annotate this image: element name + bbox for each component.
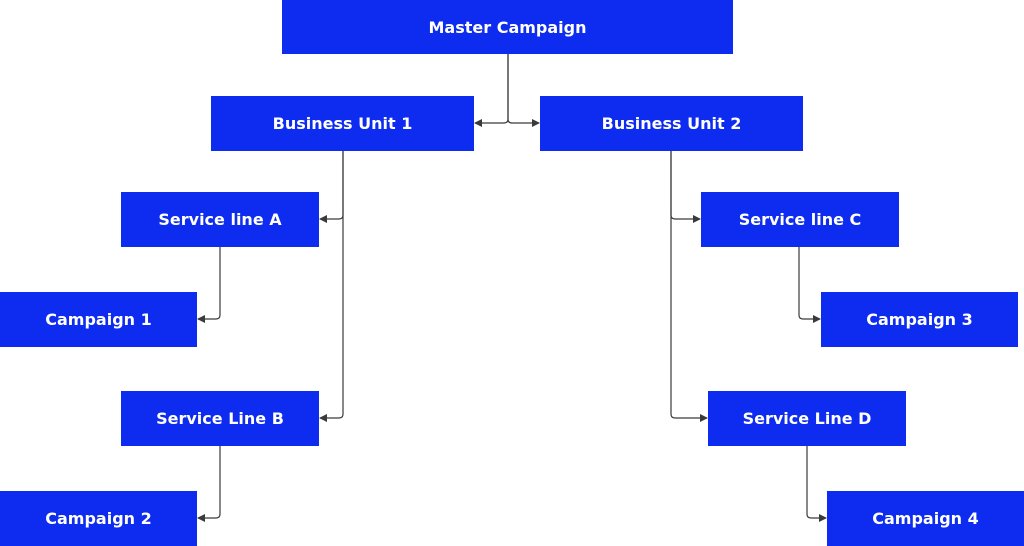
connector-service-line-a-to-campaign-1 xyxy=(197,247,221,323)
node-label: Service Line B xyxy=(156,409,284,428)
node-campaign-1[interactable]: Campaign 1 xyxy=(0,292,197,347)
connector-business-unit-2-to-service-line-c xyxy=(670,151,701,223)
node-campaign-4[interactable]: Campaign 4 xyxy=(827,491,1024,546)
node-label: Campaign 2 xyxy=(45,509,152,528)
node-label: Service line C xyxy=(738,210,862,229)
node-label: Service line A xyxy=(158,210,282,229)
node-label: Business Unit 2 xyxy=(601,114,742,133)
node-label: Business Unit 1 xyxy=(272,114,413,133)
node-campaign-3[interactable]: Campaign 3 xyxy=(821,292,1018,347)
node-campaign-2[interactable]: Campaign 2 xyxy=(0,491,197,546)
node-label: Campaign 4 xyxy=(872,509,979,528)
node-service-line-b[interactable]: Service Line B xyxy=(121,391,319,446)
connector-business-unit-1-to-service-line-b xyxy=(319,151,344,422)
node-label: Service Line D xyxy=(742,409,872,428)
connector-service-line-d-to-campaign-4 xyxy=(806,446,827,522)
node-business-unit-2[interactable]: Business Unit 2 xyxy=(540,96,803,151)
connector-master-to-business-unit-2 xyxy=(507,54,540,127)
node-label: Campaign 1 xyxy=(45,310,152,329)
node-business-unit-1[interactable]: Business Unit 1 xyxy=(211,96,474,151)
connector-business-unit-2-to-service-line-d xyxy=(670,151,708,422)
connector-service-line-c-to-campaign-3 xyxy=(798,247,821,323)
node-service-line-d[interactable]: Service Line D xyxy=(708,391,906,446)
node-label: Master Campaign xyxy=(428,17,587,37)
node-label: Campaign 3 xyxy=(866,310,973,329)
node-service-line-c[interactable]: Service line C xyxy=(701,192,899,247)
connector-service-line-b-to-campaign-2 xyxy=(197,446,221,522)
connector-master-to-business-unit-1 xyxy=(474,54,509,127)
connector-business-unit-1-to-service-line-a xyxy=(319,151,344,223)
node-service-line-a[interactable]: Service line A xyxy=(121,192,319,247)
node-master-campaign[interactable]: Master Campaign xyxy=(282,0,733,54)
